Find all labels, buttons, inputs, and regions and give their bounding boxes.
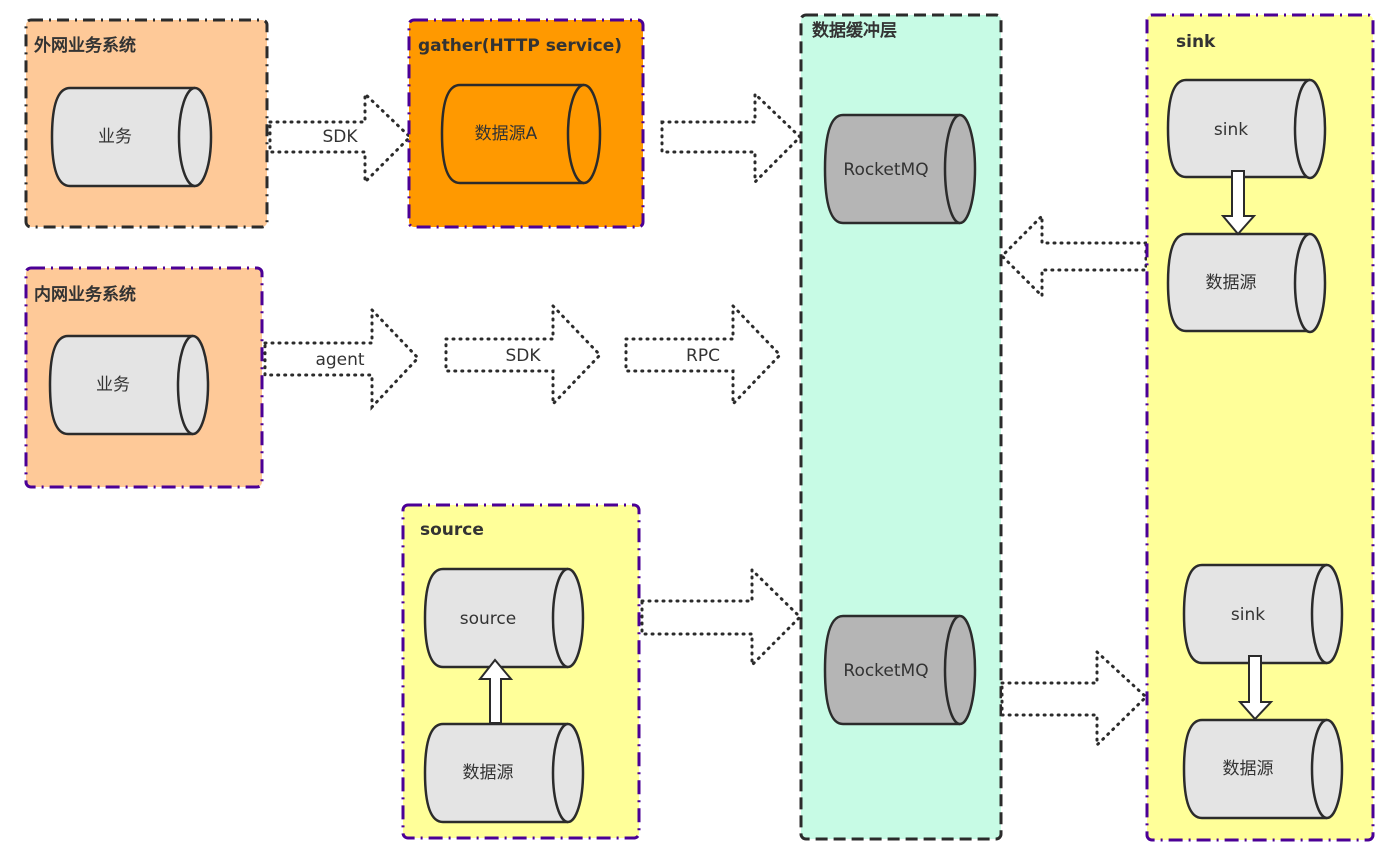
cylinder-source[interactable]: source [423,567,585,669]
arrow-source-to-buffer [640,566,803,669]
cylinder-internal-business-label: 业务 [96,375,130,395]
arrow-internal-rpc: RPC [624,302,783,408]
cylinder-datasource-a[interactable]: 数据源A [440,83,602,185]
group-source-title: source [420,520,484,540]
cylinder-source-datasource[interactable]: 数据源 [423,722,585,824]
arrow-buffer-to-sink [1000,648,1149,749]
arrow-gather-to-buffer [660,90,803,186]
group-gather-title: gather(HTTP service) [418,36,622,56]
cylinder-sink-lower-datasource-label: 数据源 [1223,759,1274,779]
cylinder-rocketmq-upper-label: RocketMQ [843,160,928,180]
cylinder-sink-upper[interactable]: sink [1166,78,1327,180]
group-buffer-layer: 数据缓冲层 RocketMQ RocketMQ [799,13,1003,841]
group-source: source source 数据源 [401,503,641,840]
arrow-external-sdk: SDK [268,90,413,186]
cylinder-rocketmq-upper[interactable]: RocketMQ [823,113,977,225]
arrow-internal-sdk-label: SDK [505,346,541,366]
group-internal-business: 内网业务系统 业务 [24,266,264,489]
cylinder-sink-lower[interactable]: sink [1182,563,1344,665]
cylinder-rocketmq-lower-label: RocketMQ [843,661,928,681]
arrow-internal-rpc-label: RPC [686,346,720,366]
group-gather: gather(HTTP service) 数据源A [407,18,645,229]
group-internal-business-title: 内网业务系统 [34,284,136,305]
cylinder-source-label: source [460,609,516,629]
arrow-internal-agent: agent [263,306,421,411]
arrow-internal-agent-label: agent [315,350,364,370]
cylinder-datasource-a-label: 数据源A [475,124,538,144]
cylinder-internal-business[interactable]: 业务 [48,334,210,436]
group-sink-title: sink [1176,32,1216,52]
group-external-business-title: 外网业务系统 [34,35,136,56]
cylinder-source-datasource-label: 数据源 [463,763,514,783]
group-buffer-layer-title: 数据缓冲层 [812,20,897,41]
cylinder-sink-lower-label: sink [1231,605,1265,625]
arrow-datasource-to-source [477,658,514,724]
cylinder-sink-upper-datasource-label: 数据源 [1206,273,1257,293]
arrow-internal-sdk: SDK [444,302,603,408]
cylinder-sink-upper-label: sink [1214,120,1248,140]
cylinder-sink-upper-datasource[interactable]: 数据源 [1166,232,1327,334]
arrow-external-sdk-label: SDK [322,127,358,147]
group-sink: sink sink 数据源 sink 数据源 [1145,13,1375,842]
cylinder-external-business[interactable]: 业务 [50,86,213,188]
cylinder-sink-lower-datasource[interactable]: 数据源 [1182,718,1344,820]
cylinder-rocketmq-lower[interactable]: RocketMQ [823,614,977,726]
arrow-sink-to-datasource-upper [1220,170,1257,236]
arrow-sink-to-buffer [999,212,1148,300]
cylinder-external-business-label: 业务 [98,127,132,147]
arrow-sink-to-datasource-lower [1237,655,1274,721]
group-external-business: 外网业务系统 业务 [24,18,269,229]
